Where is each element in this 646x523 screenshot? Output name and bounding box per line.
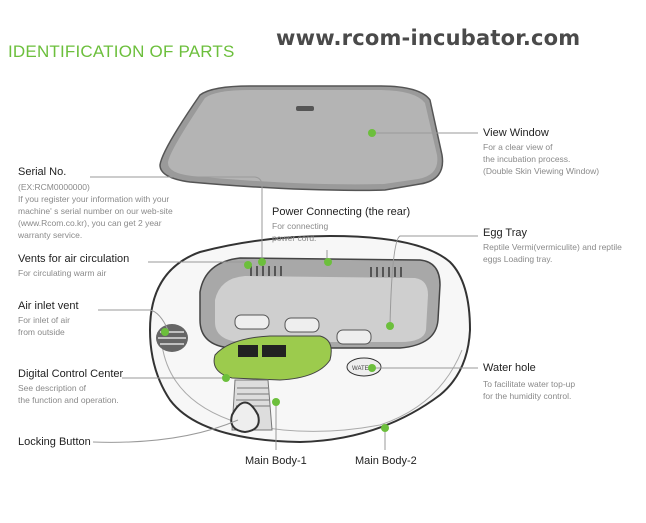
callout-label: Egg Tray <box>483 227 528 239</box>
main-body: WATER <box>148 234 472 444</box>
callout-desc: Reptile Vermi(vermiculite) and reptile e… <box>483 241 622 265</box>
desc-line: For connecting <box>272 221 329 231</box>
desc-line: machine' s serial number on our web-site <box>18 206 173 216</box>
desc-line: the incubation process. <box>483 154 571 164</box>
callout-label: View Window <box>483 127 549 139</box>
desc-line: from outside <box>18 327 65 337</box>
callout-label: Power Connecting (the rear) <box>272 206 411 218</box>
callout-air-inlet: Air inlet vent For inlet of air from out… <box>18 300 79 338</box>
callout-desc: For a clear view of the incubation proce… <box>483 141 599 177</box>
callout-egg-tray: Egg Tray Reptile Vermi(vermiculite) and … <box>483 227 622 265</box>
callout-locking-button: Locking Button <box>18 436 91 448</box>
callout-serial-no: Serial No. (EX:RCM0000000) If you regist… <box>18 166 258 241</box>
callout-main-body-2: Main Body-2 <box>355 455 417 467</box>
page-title: IDENTIFICATION OF PARTS <box>8 42 235 61</box>
callout-desc: See description of the function and oper… <box>18 382 123 406</box>
callout-main-body-1: Main Body-1 <box>245 455 307 467</box>
desc-line: See description of <box>18 383 87 393</box>
desc-line: For circulating warm air <box>18 268 107 278</box>
callout-label: Vents for air circulation <box>18 253 130 265</box>
desc-line: Reptile Vermi(vermiculite) and reptile <box>483 242 622 252</box>
callout-control-center: Digital Control Center See description o… <box>18 368 123 406</box>
desc-line: If you register your information with yo… <box>18 194 170 204</box>
callout-desc: For connecting power cord. <box>272 220 410 244</box>
desc-line: power cord. <box>272 233 317 243</box>
website-url: www.rcom-incubator.com <box>276 26 581 50</box>
desc-line: (EX:RCM0000000) <box>18 182 90 192</box>
desc-line: for the humidity control. <box>483 391 572 401</box>
desc-line: warranty service. <box>18 230 83 240</box>
leader-lines <box>90 132 478 450</box>
desc-line: For inlet of air <box>18 315 70 325</box>
callout-water-hole: Water hole To facilitate water top-up fo… <box>483 362 575 402</box>
desc-line: (Double Skin Viewing Window) <box>483 166 600 176</box>
desc-line: For a clear view of <box>483 142 553 152</box>
callout-desc: To facilitate water top-up for the humid… <box>483 378 575 402</box>
view-window-lid <box>159 85 444 192</box>
callout-label: Digital Control Center <box>18 368 124 380</box>
desc-line: the function and operation. <box>18 395 119 405</box>
callout-label: Water hole <box>483 362 536 374</box>
desc-line: To facilitate water top-up <box>483 379 576 389</box>
callout-desc: (EX:RCM0000000) If you register your inf… <box>18 181 258 241</box>
desc-line: eggs Loading tray. <box>483 254 553 264</box>
callout-desc: For inlet of air from outside <box>18 314 79 338</box>
callout-label: Air inlet vent <box>18 300 79 312</box>
callout-label: Serial No. <box>18 166 67 178</box>
callout-view-window: View Window For a clear view of the incu… <box>483 127 599 177</box>
callout-power: Power Connecting (the rear) For connecti… <box>272 206 410 244</box>
desc-line: (www.Rcom.co.kr), you can get 2 year <box>18 218 162 228</box>
callout-vents: Vents for air circulation For circulatin… <box>18 253 129 279</box>
marker-dots <box>161 129 394 432</box>
water-cap-text: WATER <box>352 366 374 372</box>
